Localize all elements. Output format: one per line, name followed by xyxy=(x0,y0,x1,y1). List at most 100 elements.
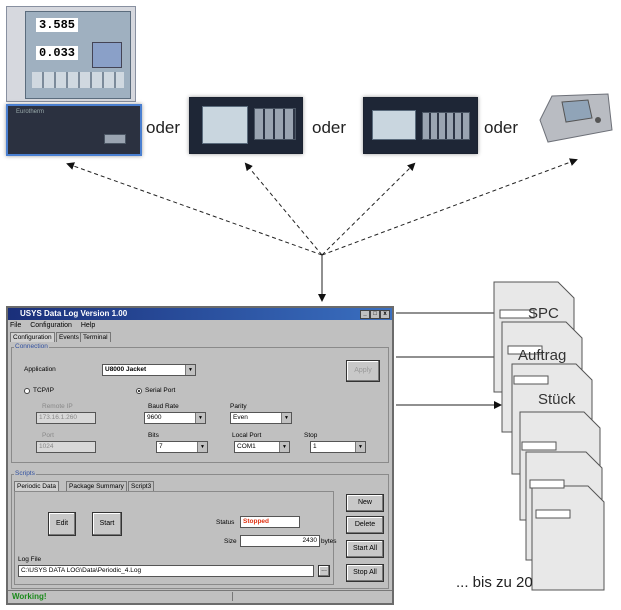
menu-file[interactable]: File xyxy=(10,322,22,329)
chevron-down-icon: ▼ xyxy=(195,413,205,423)
tcpip-radio[interactable] xyxy=(24,388,30,394)
window-titlebar: USYS Data Log Version 1.00 _ □ x xyxy=(8,308,392,320)
bits-select[interactable]: 7 ▼ xyxy=(156,441,208,453)
menu-help[interactable]: Help xyxy=(80,322,96,329)
remote-ip-field[interactable]: 173.16.1.260 xyxy=(36,412,96,424)
bits-label: Bits xyxy=(148,432,159,439)
device-1-screen: 3.585 0.033 xyxy=(25,11,131,99)
device-3-panel xyxy=(422,112,470,140)
doc-tab xyxy=(535,509,571,519)
log-file-field[interactable]: C:\USYS DATA LOG\Data\Periodic_4.Log xyxy=(18,565,314,577)
delete-button[interactable]: Delete xyxy=(346,516,384,534)
tab-terminal[interactable]: Terminal xyxy=(80,332,111,342)
doc-tab xyxy=(513,375,549,385)
edit-button[interactable]: Edit xyxy=(48,512,76,536)
log-file-label: Log File xyxy=(18,556,42,563)
stop-label: Stop xyxy=(304,432,318,439)
device-2-screen xyxy=(202,106,248,144)
doc-label-stueck: Stück xyxy=(538,391,576,408)
local-port-select[interactable]: COM1 ▼ xyxy=(234,441,290,453)
parity-select[interactable]: Even ▼ xyxy=(230,412,292,424)
serial-port-radio[interactable] xyxy=(136,388,142,394)
status-bar: Working! xyxy=(8,590,392,603)
device-4-body xyxy=(539,93,613,143)
doc-tab xyxy=(499,309,535,319)
device-1-value1: 3.585 xyxy=(36,18,79,32)
device-1-value2: 0.033 xyxy=(36,46,79,60)
chevron-down-icon: ▼ xyxy=(355,442,365,452)
tab-configuration[interactable]: Configuration xyxy=(10,332,55,342)
chevron-down-icon: ▼ xyxy=(185,365,195,375)
chevron-down-icon: ▼ xyxy=(197,442,207,452)
script-panel xyxy=(14,491,334,585)
status-bar-text: Working! xyxy=(12,592,47,601)
tcpip-label: TCP/IP xyxy=(33,387,54,394)
tab-events[interactable]: Events xyxy=(56,332,82,342)
parity-label: Parity xyxy=(230,403,247,410)
document-stack xyxy=(493,281,605,591)
scripts-group xyxy=(11,474,389,589)
connection-group xyxy=(11,347,389,463)
chevron-down-icon: ▼ xyxy=(281,413,291,423)
device-3-screen xyxy=(372,110,416,140)
usys-window: USYS Data Log Version 1.00 _ □ x File Co… xyxy=(6,306,394,605)
device-1: 3.585 0.033 xyxy=(6,6,136,102)
bis-zu-20: ... bis zu 20 xyxy=(456,574,533,591)
tab-package-summary[interactable]: Package Summary xyxy=(66,481,127,491)
doc-tab xyxy=(529,479,565,489)
connection-group-label: Connection xyxy=(14,343,49,350)
arrow-to-device-3 xyxy=(321,162,416,256)
device-1-gauge xyxy=(92,42,122,68)
doc-label-spc: SPC xyxy=(528,305,559,322)
port-label: Port xyxy=(42,432,54,439)
tab-script3[interactable]: Script3 xyxy=(128,481,155,491)
stop-all-button[interactable]: Stop All xyxy=(346,564,384,582)
status-bar-divider xyxy=(232,592,233,601)
arrow-to-device-2 xyxy=(244,162,323,256)
minimize-button[interactable]: _ xyxy=(360,310,370,319)
device-2 xyxy=(189,97,303,154)
doc-tab xyxy=(521,441,557,451)
device-1-buttons xyxy=(32,72,124,88)
start-all-button[interactable]: Start All xyxy=(346,540,384,558)
device-1-switch xyxy=(104,134,126,144)
browse-button[interactable]: ... xyxy=(318,565,330,577)
remote-ip-label: Remote IP xyxy=(42,403,73,410)
device-1-brand: Eurotherm xyxy=(16,109,45,115)
baud-rate-select[interactable]: 9600 ▼ xyxy=(144,412,206,424)
application-select[interactable]: U8000 Jacket ▼ xyxy=(102,364,196,376)
device-3 xyxy=(363,97,478,154)
device-1-base: Eurotherm xyxy=(6,104,142,156)
status-field: Stopped xyxy=(240,516,300,528)
chevron-down-icon: ▼ xyxy=(279,442,289,452)
doc-label-auftrag: Auftrag xyxy=(518,347,567,364)
close-button[interactable]: x xyxy=(380,310,390,319)
size-field: 2430 xyxy=(240,535,320,547)
device-4 xyxy=(538,90,614,146)
serial-port-label: Serial Port xyxy=(145,387,176,394)
scripts-group-label: Scripts xyxy=(14,470,36,477)
size-unit: bytes xyxy=(321,538,337,545)
menu-configuration[interactable]: Configuration xyxy=(30,322,72,329)
status-label: Status xyxy=(216,519,235,526)
baud-rate-label: Baud Rate xyxy=(148,403,179,410)
start-button[interactable]: Start xyxy=(92,512,122,536)
application-label: Application xyxy=(24,366,56,373)
new-button[interactable]: New xyxy=(346,494,384,512)
size-label: Size xyxy=(224,538,237,545)
stop-select[interactable]: 1 ▼ xyxy=(310,441,366,453)
arrow-to-device-4 xyxy=(321,158,578,256)
maximize-button[interactable]: □ xyxy=(370,310,380,319)
doc-tab xyxy=(507,345,543,355)
device-2-keypad xyxy=(254,108,296,140)
arrow-to-device-1 xyxy=(66,162,323,256)
local-port-label: Local Port xyxy=(232,432,262,439)
apply-button[interactable]: Apply xyxy=(346,360,380,382)
window-title: USYS Data Log Version 1.00 xyxy=(20,309,128,318)
menu-bar: File Configuration Help xyxy=(10,321,102,331)
tab-periodic-data[interactable]: Periodic Data xyxy=(14,481,60,491)
doc-sheet xyxy=(531,485,605,591)
connector-oder-2: oder xyxy=(312,118,347,137)
port-field[interactable]: 1024 xyxy=(36,441,96,453)
